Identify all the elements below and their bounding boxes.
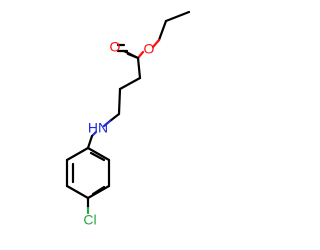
bond-chain-2 [118, 76, 142, 91]
bond-chain-4 [108, 112, 121, 123]
bond-n-ring [86, 134, 94, 150]
bond-ethyl-ch2-o [157, 19, 168, 42]
ring-bond-1 [65, 146, 90, 162]
bond-chain-1 [136, 56, 142, 80]
bond-ester-o-color [136, 50, 145, 60]
molecule-canvas: O O HN Cl [65, 10, 191, 228]
ring-bond-4 [86, 184, 111, 200]
bond-ethyl-o-color [151, 38, 161, 49]
bond-chain-3 [117, 87, 122, 116]
ring-inner-3 [89, 151, 106, 162]
ester-oxygen-label: O [144, 41, 155, 57]
carbonyl-oxygen-label: O [110, 39, 121, 55]
ring-bond-6 [86, 146, 111, 162]
bond-chain-to-n-color [102, 119, 112, 128]
molecular-structure: O O HN Cl [65, 10, 191, 228]
ring-bond-3 [65, 184, 90, 200]
chlorine-label: Cl [83, 212, 96, 228]
bond-ester-carbon-chain-start [122, 49, 140, 60]
amine-label: HN [88, 120, 108, 136]
ring-inner-2 [91, 185, 106, 196]
bond-ethyl-ch3-ch2 [164, 10, 191, 23]
